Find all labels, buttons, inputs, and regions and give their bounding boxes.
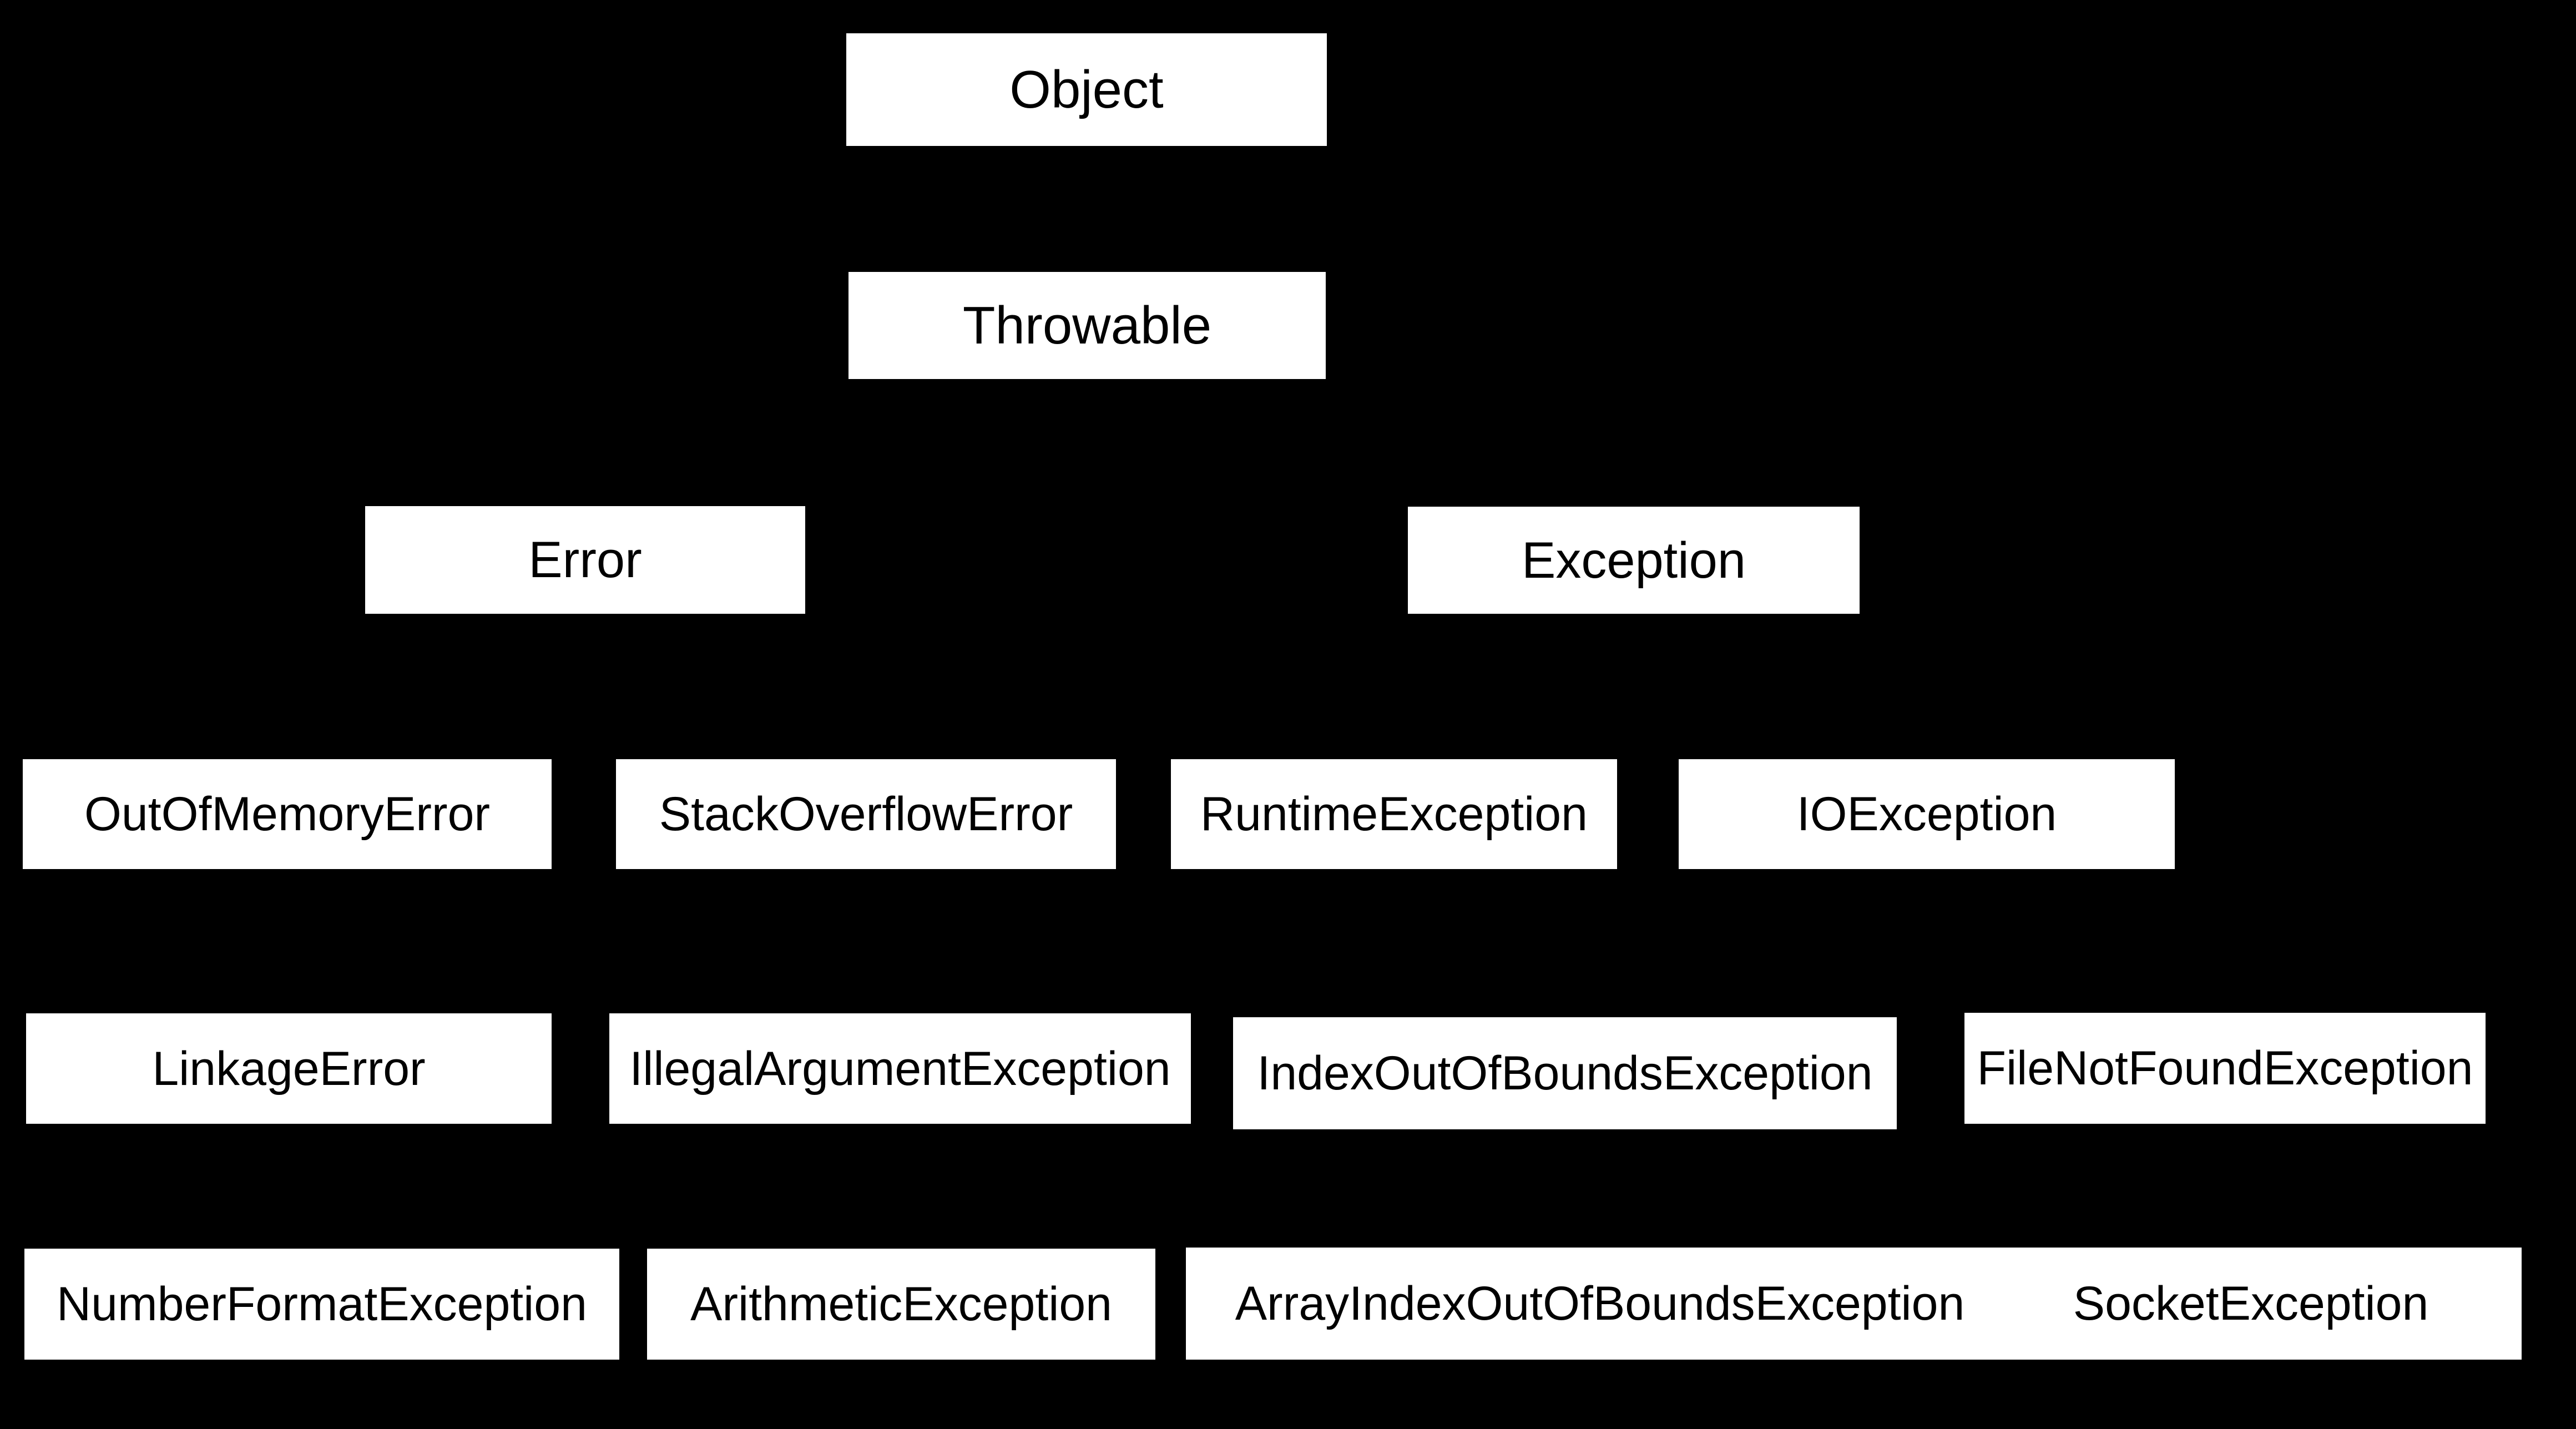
class-node-label: OutOfMemoryError xyxy=(84,787,491,841)
class-node-label: NumberFormatException xyxy=(57,1277,587,1331)
class-node-arrayindexoutofboundsexception[interactable]: ArrayIndexOutOfBoundsException xyxy=(1186,1248,2014,1360)
class-node-label: StackOverflowError xyxy=(659,787,1073,841)
class-node-arithmeticexception[interactable]: ArithmeticException xyxy=(647,1249,1155,1360)
class-node-label: ArrayIndexOutOfBoundsException xyxy=(1235,1277,1965,1330)
class-node-illegalargumentexception[interactable]: IllegalArgumentException xyxy=(609,1013,1191,1124)
class-node-label: Throwable xyxy=(962,295,1212,355)
class-node-runtimeexception[interactable]: RuntimeException xyxy=(1171,759,1617,869)
class-node-socketexception[interactable]: SocketException xyxy=(1980,1248,2522,1360)
class-node-numberformatexception[interactable]: NumberFormatException xyxy=(24,1249,619,1360)
class-node-label: SocketException xyxy=(2073,1277,2429,1330)
class-node-outofmemoryerror[interactable]: OutOfMemoryError xyxy=(23,759,552,869)
class-node-exception[interactable]: Exception xyxy=(1408,507,1860,614)
class-node-filenotfoundexception[interactable]: FileNotFoundException xyxy=(1964,1013,2486,1124)
class-node-label: LinkageError xyxy=(152,1042,426,1095)
class-node-label: IndexOutOfBoundsException xyxy=(1257,1047,1873,1100)
class-node-stackoverflowerror[interactable]: StackOverflowError xyxy=(616,759,1116,869)
class-node-object[interactable]: Object xyxy=(846,33,1327,146)
class-node-throwable[interactable]: Throwable xyxy=(848,272,1326,379)
class-node-label: IOException xyxy=(1796,787,2057,841)
class-node-indexoutofboundsexception[interactable]: IndexOutOfBoundsException xyxy=(1233,1017,1897,1129)
class-node-label: Object xyxy=(1009,59,1164,119)
class-node-linkageerror[interactable]: LinkageError xyxy=(26,1013,552,1124)
class-node-label: Error xyxy=(528,532,642,588)
class-node-label: ArithmeticException xyxy=(690,1277,1112,1331)
class-node-error[interactable]: Error xyxy=(365,506,805,614)
class-node-label: Exception xyxy=(1521,532,1746,589)
class-node-ioexception[interactable]: IOException xyxy=(1679,759,2175,869)
class-node-label: RuntimeException xyxy=(1200,787,1588,841)
class-node-label: FileNotFoundException xyxy=(1977,1042,2473,1095)
class-node-label: IllegalArgumentException xyxy=(629,1042,1171,1095)
